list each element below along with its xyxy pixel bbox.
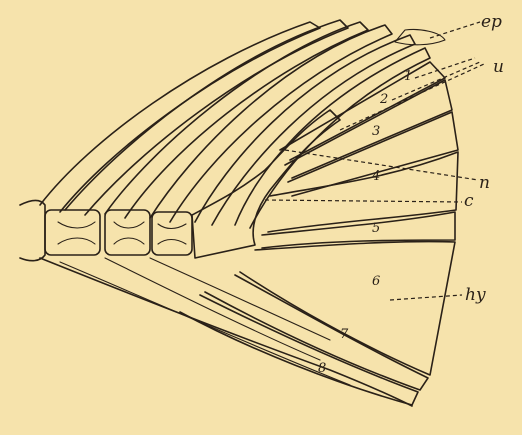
label-ep: ep	[481, 12, 502, 32]
plate-number-5: 5	[372, 221, 380, 236]
urostyle	[192, 110, 340, 258]
plate-number-1: 1	[404, 69, 412, 84]
vertebral-column	[20, 200, 192, 260]
plate-number-4: 4	[371, 169, 380, 184]
lower-spines	[40, 258, 412, 406]
label-c: c	[464, 191, 474, 211]
label-u: u	[493, 57, 504, 77]
plate-number-6: 6	[372, 274, 380, 289]
plate-number-7: 7	[340, 327, 349, 342]
plate-number-3: 3	[372, 124, 380, 139]
label-hy: hy	[465, 285, 486, 305]
plate-number-2: 2	[379, 92, 388, 107]
label-n: n	[479, 173, 490, 193]
plate-number-8: 8	[318, 361, 326, 376]
